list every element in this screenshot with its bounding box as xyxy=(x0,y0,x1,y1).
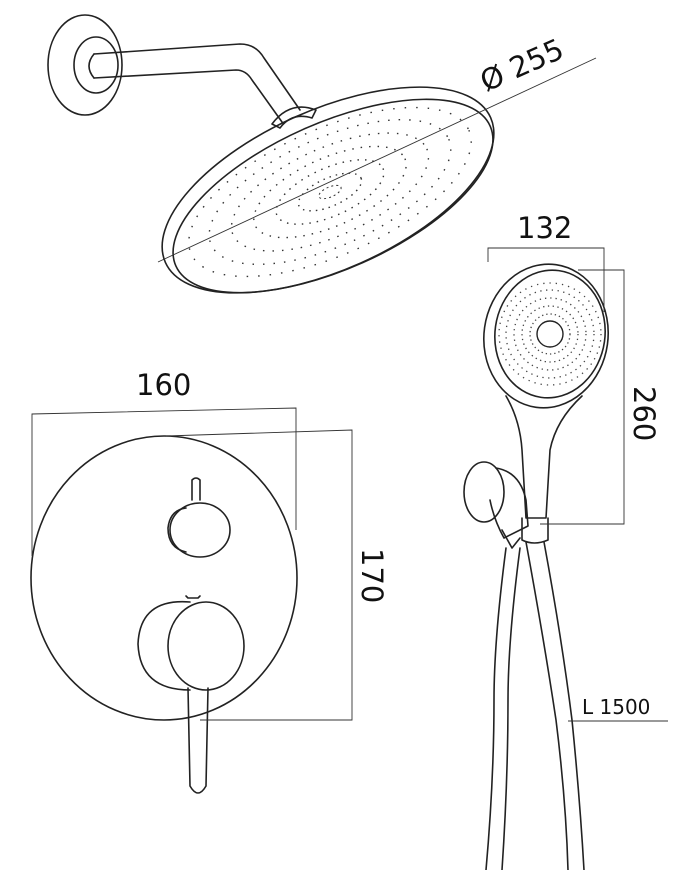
rain-head-disc xyxy=(161,86,495,294)
rain-head-nozzles xyxy=(188,106,472,278)
mixer-lever xyxy=(187,687,209,794)
hand-shower-face xyxy=(494,269,606,399)
diverter-pin xyxy=(191,477,201,501)
wall-holder-bracket xyxy=(489,467,529,539)
hand-shower-length-label: 260 xyxy=(627,386,661,441)
shower-arm xyxy=(93,43,301,123)
hand-shower-head xyxy=(482,263,610,409)
diverter-knob-base xyxy=(167,507,187,553)
hand-shower-width-dimension xyxy=(487,247,605,312)
hand-shower-connector xyxy=(521,517,549,544)
plate-height-dimension xyxy=(165,429,353,721)
hand-shower-handle xyxy=(505,395,583,519)
diverter-knob xyxy=(169,502,231,558)
wall-flange xyxy=(47,14,123,116)
rain-shower-assembly xyxy=(47,14,495,294)
rain-head-face xyxy=(172,98,494,294)
wall-holder-outlet xyxy=(501,529,521,549)
hose-length-label: L 1500 xyxy=(582,695,650,719)
rain-head-diameter-label: Ø 255 xyxy=(475,32,569,99)
plate-height-label: 170 xyxy=(355,548,389,603)
wall-flange-inner xyxy=(73,36,119,94)
mixer-knob xyxy=(167,601,245,691)
arm-end xyxy=(88,53,95,79)
diameter-dimension-line xyxy=(157,57,597,263)
shower-hose xyxy=(485,541,585,870)
plate-width-label: 160 xyxy=(136,368,191,402)
mixer-knob-marker xyxy=(185,595,201,599)
hand-shower-nozzles xyxy=(498,282,602,386)
plate-width-dimension xyxy=(31,407,297,556)
mixer-plate-assembly xyxy=(30,435,298,794)
hand-shower-length-dimension xyxy=(540,269,625,525)
mixer-cover-plate xyxy=(30,435,298,721)
mixer-knob-base xyxy=(137,600,191,691)
hand-shower-width-label: 132 xyxy=(517,211,572,245)
hand-shower-assembly xyxy=(463,263,610,870)
wall-holder-flange xyxy=(463,461,505,523)
